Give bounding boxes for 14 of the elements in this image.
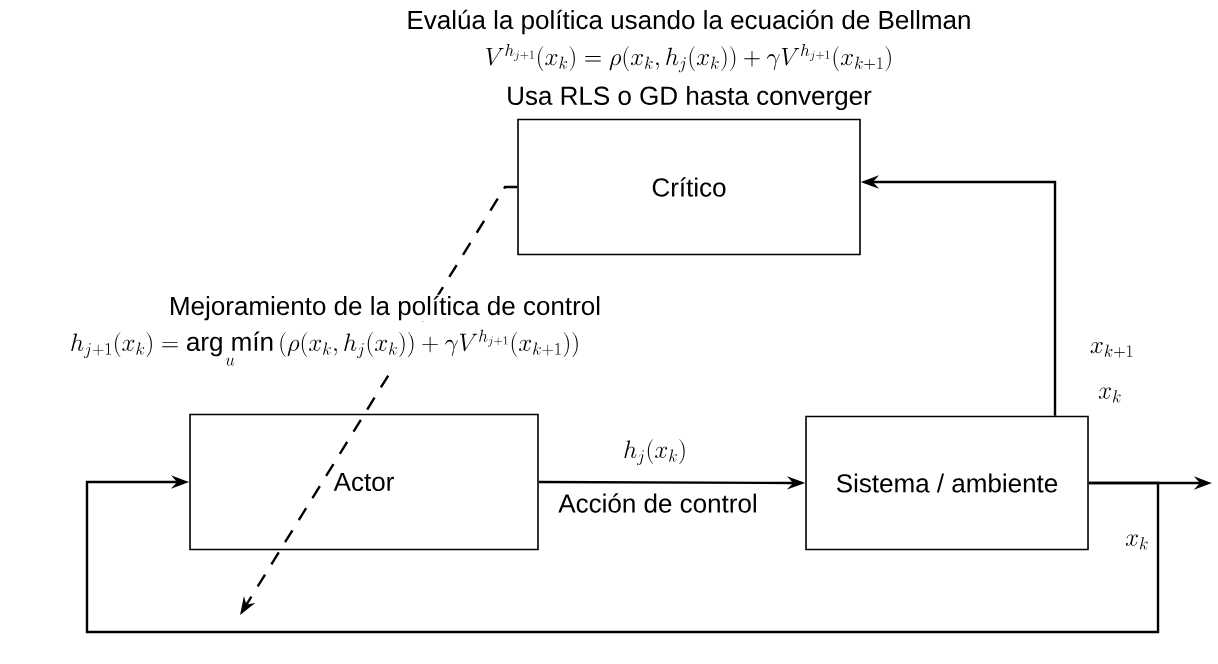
caption-text: Evalúa la política usando la ecuación de Bellman: [405, 8, 973, 36]
formula: $V^{h_{j+1}}(x_k) = \rho(x_k, h_j(x_k)) + \gamma V^{h_{j+1}}(x_{k+1})$: [483, 42, 895, 74]
edge-label: $x_k$: [1125, 534, 1148, 550]
signal-label: Acción de control: [558, 493, 756, 513]
block-box: Sistema / ambiente: [805, 415, 1089, 551]
block-box: Crítico: [517, 118, 861, 256]
signal-label: $x_k$: [1098, 387, 1121, 403]
signal-label: $x_{k+1}$: [1090, 342, 1133, 358]
arrow: [85, 475, 1160, 634]
edge-label: $h_j(x_k)$: [624, 439, 685, 466]
caption-text: Usa RLS o GD hasta converger: [505, 84, 873, 112]
caption-text: Mejoramiento de la política de control: [167, 294, 603, 322]
formula: $h_{j+1}(x_k) = \mathop{\hbox{arg mín}}\limits_{u} \, (\rho(x_k, h_j(x_k)) + \gamma V^{h_{j+1}}(x_{k+1}))$: [68, 328, 582, 368]
block-box: Actor: [189, 413, 539, 551]
